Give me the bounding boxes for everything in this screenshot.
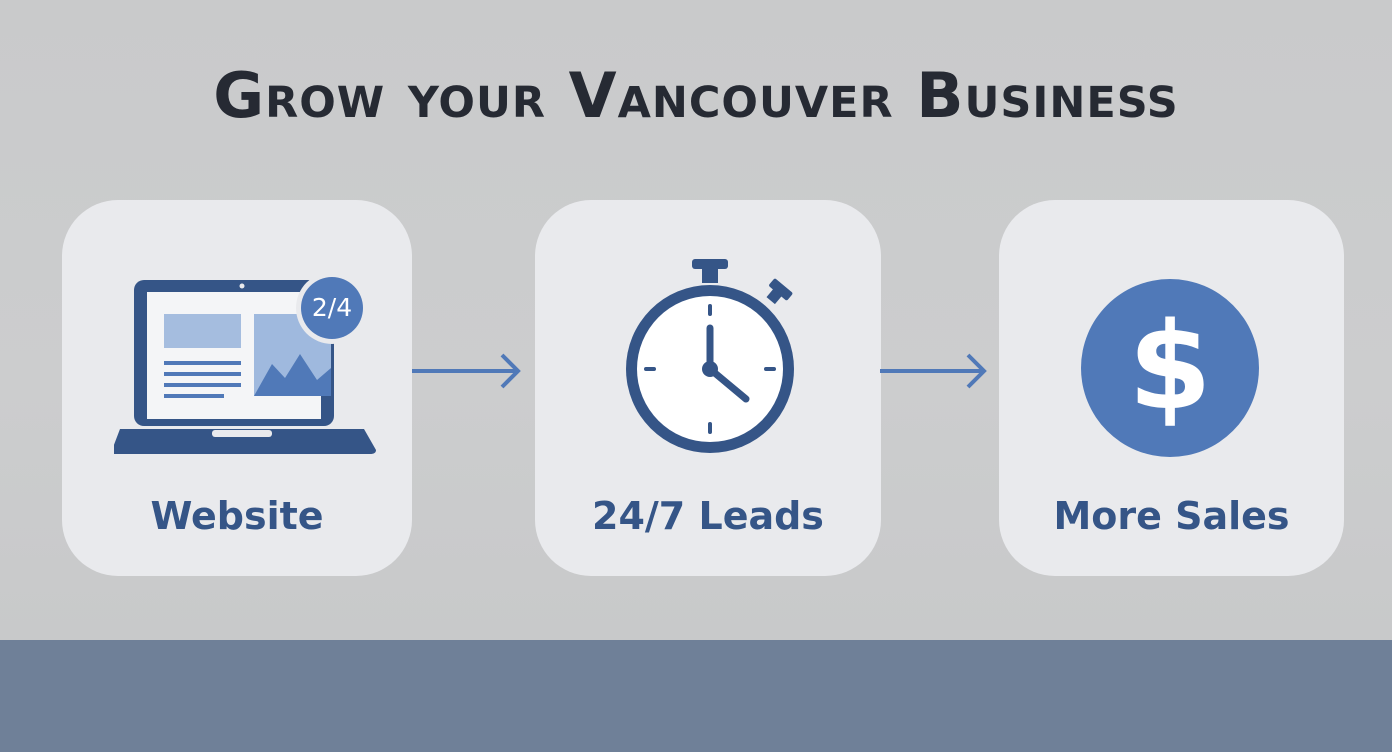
footer-band — [0, 640, 1392, 752]
stopwatch-icon — [626, 259, 794, 453]
arrow-right-icon — [880, 353, 987, 389]
laptop-icon — [114, 272, 376, 454]
diagram-title: Grow your Vancouver Business — [213, 59, 1179, 132]
step-label-website: Website — [150, 494, 324, 538]
dollar-sign: $ — [1128, 298, 1212, 437]
dollar-coin-icon — [1081, 279, 1259, 457]
arrow-right-icon — [412, 353, 521, 389]
step-card-leads: 24/7 Leads — [535, 200, 881, 576]
step-card-sales: $ More Sales — [999, 200, 1344, 576]
step-card-website: 2/4 Website — [62, 200, 412, 576]
step-label-leads: 24/7 Leads — [592, 494, 824, 538]
step-badge: 2/4 — [311, 293, 353, 322]
step-label-sales: More Sales — [1053, 494, 1290, 538]
